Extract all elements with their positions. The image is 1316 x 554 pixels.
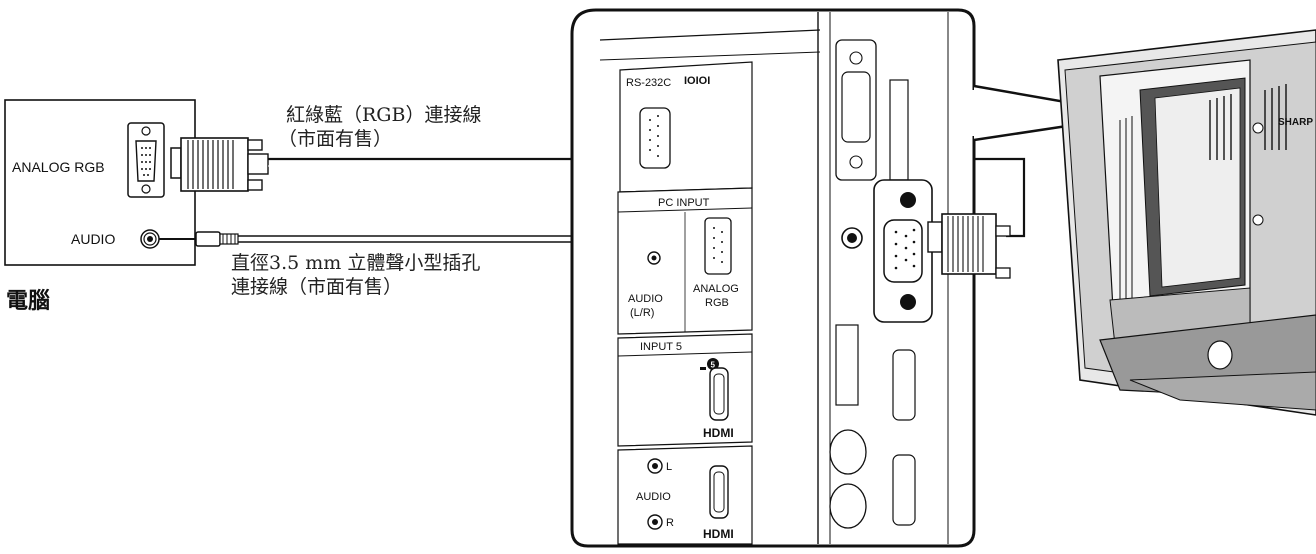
rgb-cable-label-line2: （市面有售） (278, 128, 393, 150)
audio-cable-label-line1: 直徑3.5 mm 立體聲小型插孔 (231, 252, 481, 274)
analog-rgb-port-label: ANALOG RGB (12, 159, 105, 175)
audio-l-label: L (666, 461, 672, 473)
rs232c-label: RS-232C (626, 77, 671, 89)
input5-badge: 5 (711, 361, 716, 370)
rgb-cable-label-line1: 紅綠藍（RGB）連接線 (286, 104, 482, 126)
pc-input-label: PC INPUT (658, 197, 710, 209)
computer-vga-port-icon (127, 122, 165, 198)
panel-analog-label: ANALOG (693, 283, 739, 295)
panel-analog-sub-label: RGB (705, 297, 729, 309)
panel-labels: RS-232C IOIOI PC INPUT AUDIO (L/R) ANALO… (626, 75, 739, 541)
audio-r-label: R (666, 517, 674, 529)
audio-lr-label: AUDIO (636, 491, 671, 503)
rs232c-symbol: IOIOI (684, 75, 710, 87)
hdmi-logo-1: HDMI (703, 426, 734, 440)
tv-back-view: SHARP (1057, 29, 1316, 416)
tv-brand-text: SHARP (1278, 117, 1313, 128)
hdmi-logo-2: HDMI (703, 527, 734, 541)
tv-panel-closeup (570, 8, 1011, 548)
rgb-cable (170, 137, 1026, 238)
computer-title: 電腦 (6, 288, 51, 313)
audio-port-label: AUDIO (71, 231, 116, 247)
computer-audio-jack-icon (140, 229, 160, 249)
panel-audio-label: AUDIO (628, 293, 663, 305)
input5-label: INPUT 5 (640, 341, 682, 353)
audio-cable-label-line2: 連接線（市面有售） (231, 276, 403, 298)
panel-audio-sub-label: (L/R) (630, 307, 654, 319)
